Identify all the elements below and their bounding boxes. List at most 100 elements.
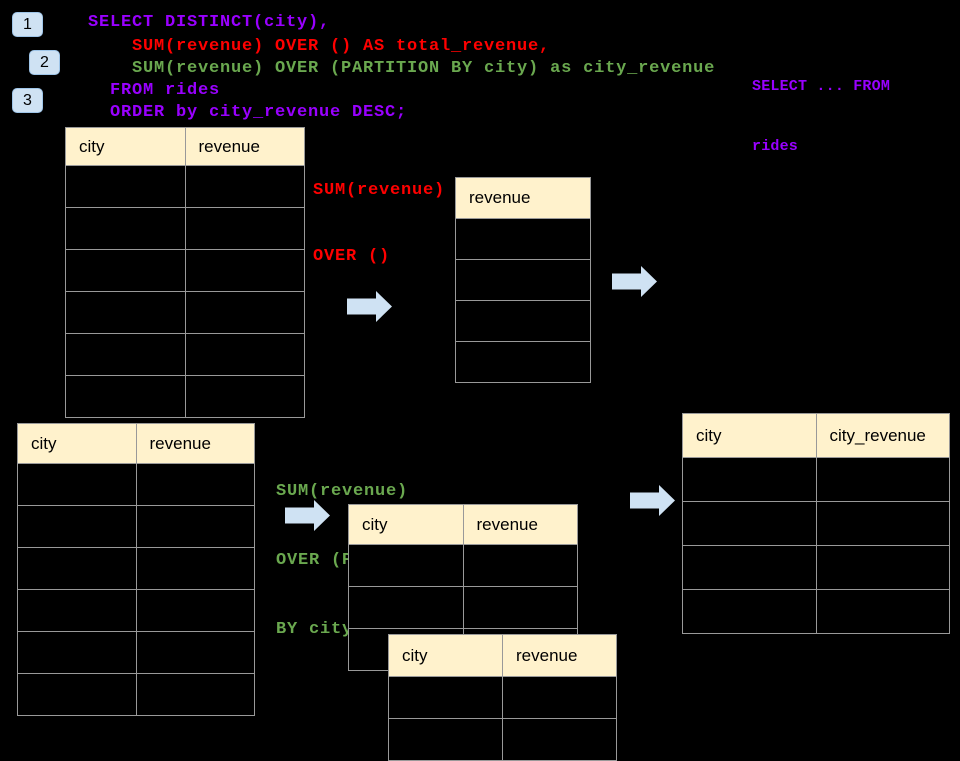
side-note-line: rides (752, 138, 799, 155)
table-rides-source-top: city revenue (65, 127, 305, 418)
table-cell (186, 334, 305, 375)
column-header: city (389, 635, 503, 676)
step-badge-2: 2 (29, 50, 60, 75)
side-note-select-from-rides: SELECT ... FROM rides (752, 37, 890, 177)
annotation-line: SUM(revenue) (313, 181, 446, 200)
table-cell (18, 506, 137, 547)
table-total-revenue-result: revenue (455, 177, 591, 383)
sql-line-sum-partition: SUM(revenue) OVER (PARTITION BY city) as… (132, 59, 716, 78)
table-cell (18, 464, 137, 505)
table-row (66, 249, 304, 291)
table-cell (18, 632, 137, 673)
table-cell (456, 219, 590, 259)
table-cell (66, 334, 186, 375)
table-cell (817, 502, 950, 545)
column-header: revenue (198, 136, 260, 156)
column-header: city (349, 505, 464, 544)
table-cell (817, 590, 950, 633)
table-cell (18, 548, 137, 589)
table-cell (456, 301, 590, 341)
table-header-row: city revenue (389, 635, 616, 676)
table-row (456, 300, 590, 341)
table-row (18, 505, 254, 547)
table-cell (186, 250, 305, 291)
table-cell (137, 506, 255, 547)
table-row (683, 501, 949, 545)
table-cell (186, 166, 305, 207)
right-arrow-icon (347, 291, 392, 322)
table-cell (464, 587, 578, 628)
annotation-line: OVER () (313, 247, 391, 266)
column-header: revenue (476, 514, 538, 534)
table-row (18, 631, 254, 673)
table-row (66, 333, 304, 375)
sql-line-sum-over: SUM(revenue) OVER () AS total_revenue, (132, 37, 551, 56)
table-partition-overlay: city revenue (388, 634, 617, 761)
table-cell (137, 464, 255, 505)
table-city-revenue-result: city city_revenue (682, 413, 950, 634)
column-header: revenue (149, 433, 211, 453)
table-row (349, 586, 577, 628)
right-arrow-icon (285, 500, 330, 531)
table-cell (186, 292, 305, 333)
column-header: city (683, 414, 817, 457)
table-header-row: city city_revenue (683, 414, 949, 457)
table-header-row: revenue (456, 178, 590, 218)
column-header: city (18, 424, 137, 463)
table-cell (683, 458, 817, 501)
table-cell (456, 260, 590, 300)
table-row (349, 544, 577, 586)
table-row (66, 207, 304, 249)
table-row (456, 341, 590, 382)
table-row (683, 589, 949, 633)
table-row (456, 218, 590, 259)
table-row (456, 259, 590, 300)
table-cell (456, 342, 590, 382)
table-cell (389, 719, 503, 760)
sql-line-order-by: ORDER by city_revenue DESC; (110, 103, 408, 122)
table-cell (683, 502, 817, 545)
table-row (18, 547, 254, 589)
column-header: revenue (469, 188, 531, 207)
table-cell (349, 545, 464, 586)
table-cell (66, 250, 186, 291)
table-cell (66, 292, 186, 333)
slide-canvas: { "colors": { "background": "#000000", "… (12, 12, 950, 761)
table-cell (66, 208, 186, 249)
table-cell (389, 677, 503, 718)
right-arrow-icon (612, 266, 657, 297)
column-header: city_revenue (829, 425, 926, 445)
table-cell (18, 590, 137, 631)
table-row (389, 718, 616, 760)
table-row (389, 676, 616, 718)
table-cell (683, 590, 817, 633)
annotation-total-revenue: SUM(revenue) OVER () (313, 136, 445, 290)
table-header-row: city revenue (349, 505, 577, 544)
table-cell (464, 545, 578, 586)
table-cell (349, 587, 464, 628)
table-cell (186, 376, 305, 417)
column-header: revenue (516, 645, 578, 665)
column-header: city (66, 128, 186, 165)
right-arrow-icon (630, 485, 675, 516)
table-row (66, 291, 304, 333)
table-cell (66, 166, 186, 207)
sql-line-select: SELECT DISTINCT(city), (88, 13, 331, 32)
step-badge-1: 1 (12, 12, 43, 37)
side-note-line: SELECT ... FROM (752, 78, 891, 95)
annotation-line: SUM(revenue) (276, 482, 409, 501)
table-row (683, 457, 949, 501)
table-cell (503, 677, 616, 718)
table-cell (137, 674, 255, 715)
table-cell (186, 208, 305, 249)
table-row (66, 165, 304, 207)
table-row (18, 673, 254, 715)
table-cell (817, 546, 950, 589)
sql-line-from: FROM rides (110, 81, 221, 100)
table-row (18, 463, 254, 505)
table-cell (137, 632, 255, 673)
table-cell (503, 719, 616, 760)
table-cell (137, 548, 255, 589)
table-row (66, 375, 304, 417)
table-cell (137, 590, 255, 631)
